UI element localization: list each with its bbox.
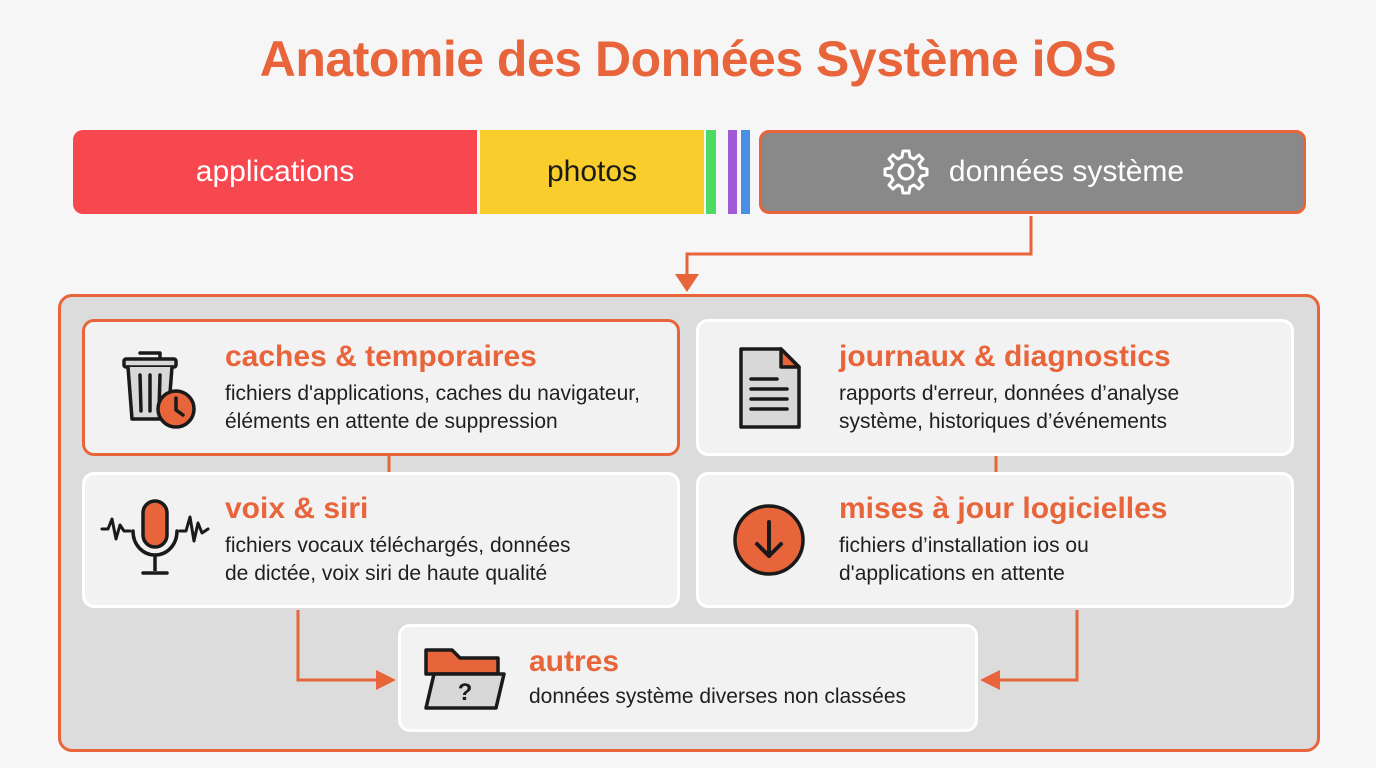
page-title: Anatomie des Données Système iOS xyxy=(259,31,1117,87)
question-mark: ? xyxy=(458,679,473,706)
card-heading: voix & siri xyxy=(225,492,369,525)
card-caches-temporaires[interactable]: caches & temporaires fichiers d'applicat… xyxy=(82,319,680,456)
storage-segment-label: applications xyxy=(195,155,355,188)
card-journaux-diagnostics[interactable]: journaux & diagnostics rapports d'erreur… xyxy=(696,319,1294,456)
storage-segment-system[interactable]: données système xyxy=(759,130,1306,214)
card-heading: journaux & diagnostics xyxy=(839,339,1171,373)
card-description-line: fichiers d'applications, caches du navig… xyxy=(225,381,640,405)
storage-segment-green xyxy=(706,130,716,214)
card-description-line: données système diverses non classées xyxy=(529,685,907,708)
card-description-line: fichiers vocaux téléchargés, données xyxy=(225,534,571,557)
storage-segment-purple xyxy=(728,130,737,214)
card-heading: autres xyxy=(529,645,620,678)
card-voix-siri[interactable]: voix & siri fichiers vocaux téléchargés,… xyxy=(82,472,680,608)
card-description-line: d'applications en attente xyxy=(839,562,1065,585)
storage-segment-blue xyxy=(741,130,750,214)
document-icon xyxy=(739,346,801,429)
card-heading: caches & temporaires xyxy=(225,339,537,373)
storage-segment-label: données système xyxy=(948,155,1185,188)
trash-clock-icon xyxy=(122,350,196,429)
card-description-line: éléments en attente de suppression xyxy=(225,409,558,433)
card-description-line: système, historiques d’événements xyxy=(839,409,1167,433)
storage-bar: applications photos données système xyxy=(73,130,1306,214)
card-description-line: fichiers d’installation ios ou xyxy=(839,534,1089,557)
storage-segment-photos[interactable]: photos xyxy=(480,130,704,214)
download-arrow-icon xyxy=(733,504,805,576)
card-heading: mises à jour logicielles xyxy=(839,492,1168,525)
folder-question-icon: ? xyxy=(424,648,506,710)
storage-segment-applications[interactable]: applications xyxy=(73,130,477,214)
card-description-line: rapports d'erreur, données d’analyse xyxy=(839,381,1180,405)
gear-icon xyxy=(883,149,929,195)
card-description-line: de dictée, voix siri de haute qualité xyxy=(225,562,548,585)
microphone-icon xyxy=(100,499,210,575)
card-mises-a-jour[interactable]: mises à jour logicielles fichiers d’inst… xyxy=(696,472,1294,608)
storage-segment-label: photos xyxy=(546,155,638,188)
card-autres[interactable]: ? autres données système diverses non cl… xyxy=(398,624,978,732)
